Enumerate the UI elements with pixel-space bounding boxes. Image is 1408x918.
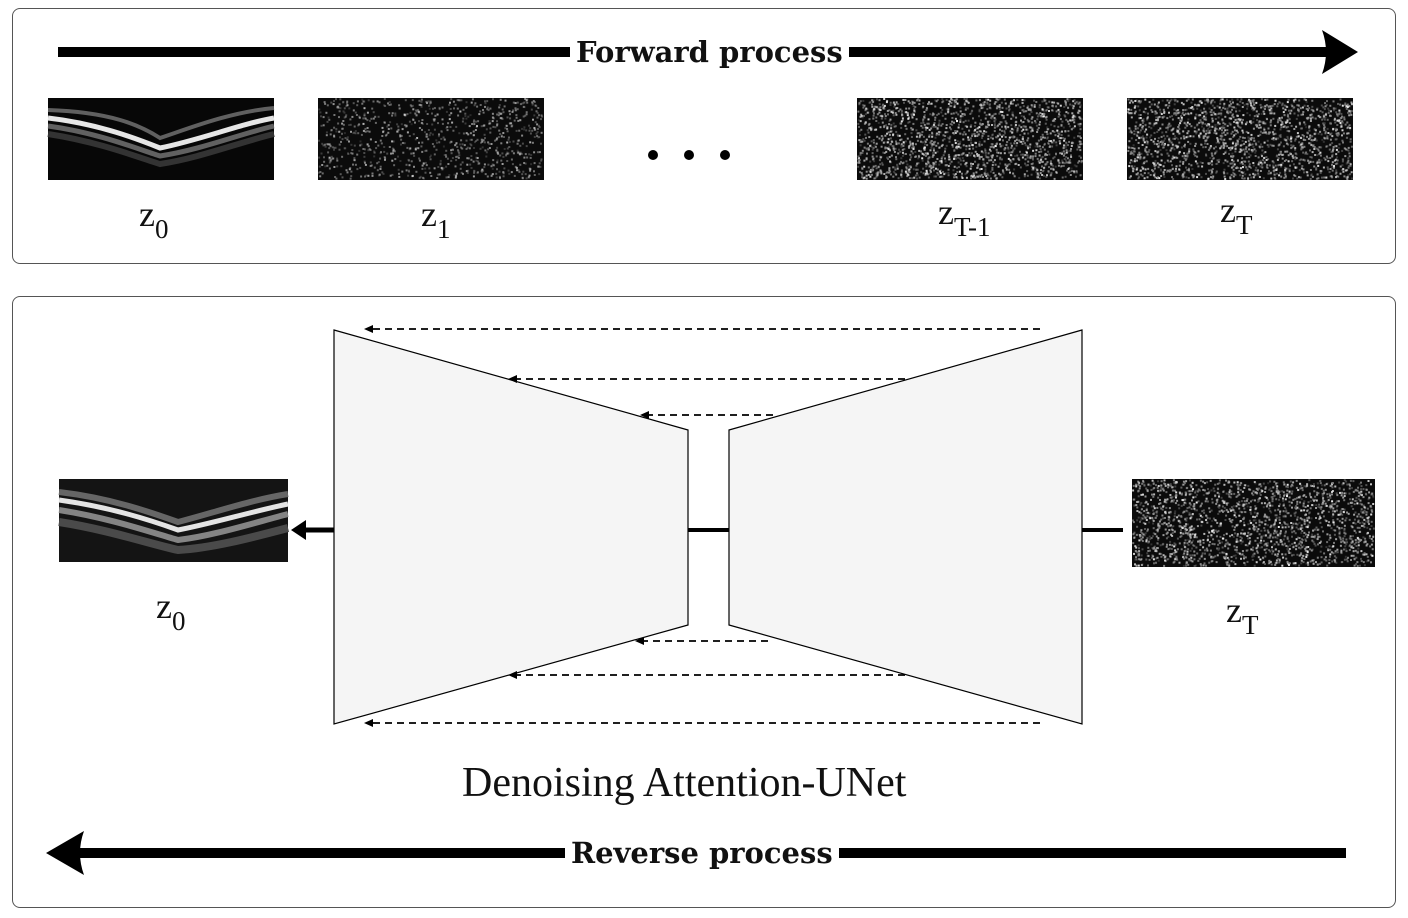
forward-process-label: Forward process <box>570 34 849 70</box>
unet-encoder-decoder <box>333 329 1083 725</box>
forward-label-z1: z1 <box>421 194 451 244</box>
ellipsis <box>648 150 730 160</box>
forward-image-z0 <box>47 98 275 180</box>
forward-image-zT-1 <box>857 98 1083 180</box>
network-title: Denoising Attention-UNet <box>462 760 907 806</box>
output-arrow <box>291 520 334 540</box>
skip-arrowheads <box>364 325 649 727</box>
reverse-label-z0: z0 <box>156 586 186 636</box>
unet-decoder-block <box>333 329 689 725</box>
unet-encoder-block <box>728 329 1083 725</box>
forward-label-z0: z0 <box>139 194 169 244</box>
skip-connections <box>372 328 1040 724</box>
reverse-input-image-zT <box>1132 479 1375 567</box>
forward-image-zT <box>1127 98 1353 180</box>
forward-image-z1 <box>318 98 544 180</box>
reverse-output-image-z0 <box>58 479 290 562</box>
reverse-label-zT: zT <box>1226 590 1259 640</box>
reverse-process-panel <box>12 296 1396 908</box>
forward-label-zT-1: zT-1 <box>938 192 991 242</box>
forward-label-zT: zT <box>1220 190 1253 240</box>
reverse-process-label: Reverse process <box>565 835 839 871</box>
